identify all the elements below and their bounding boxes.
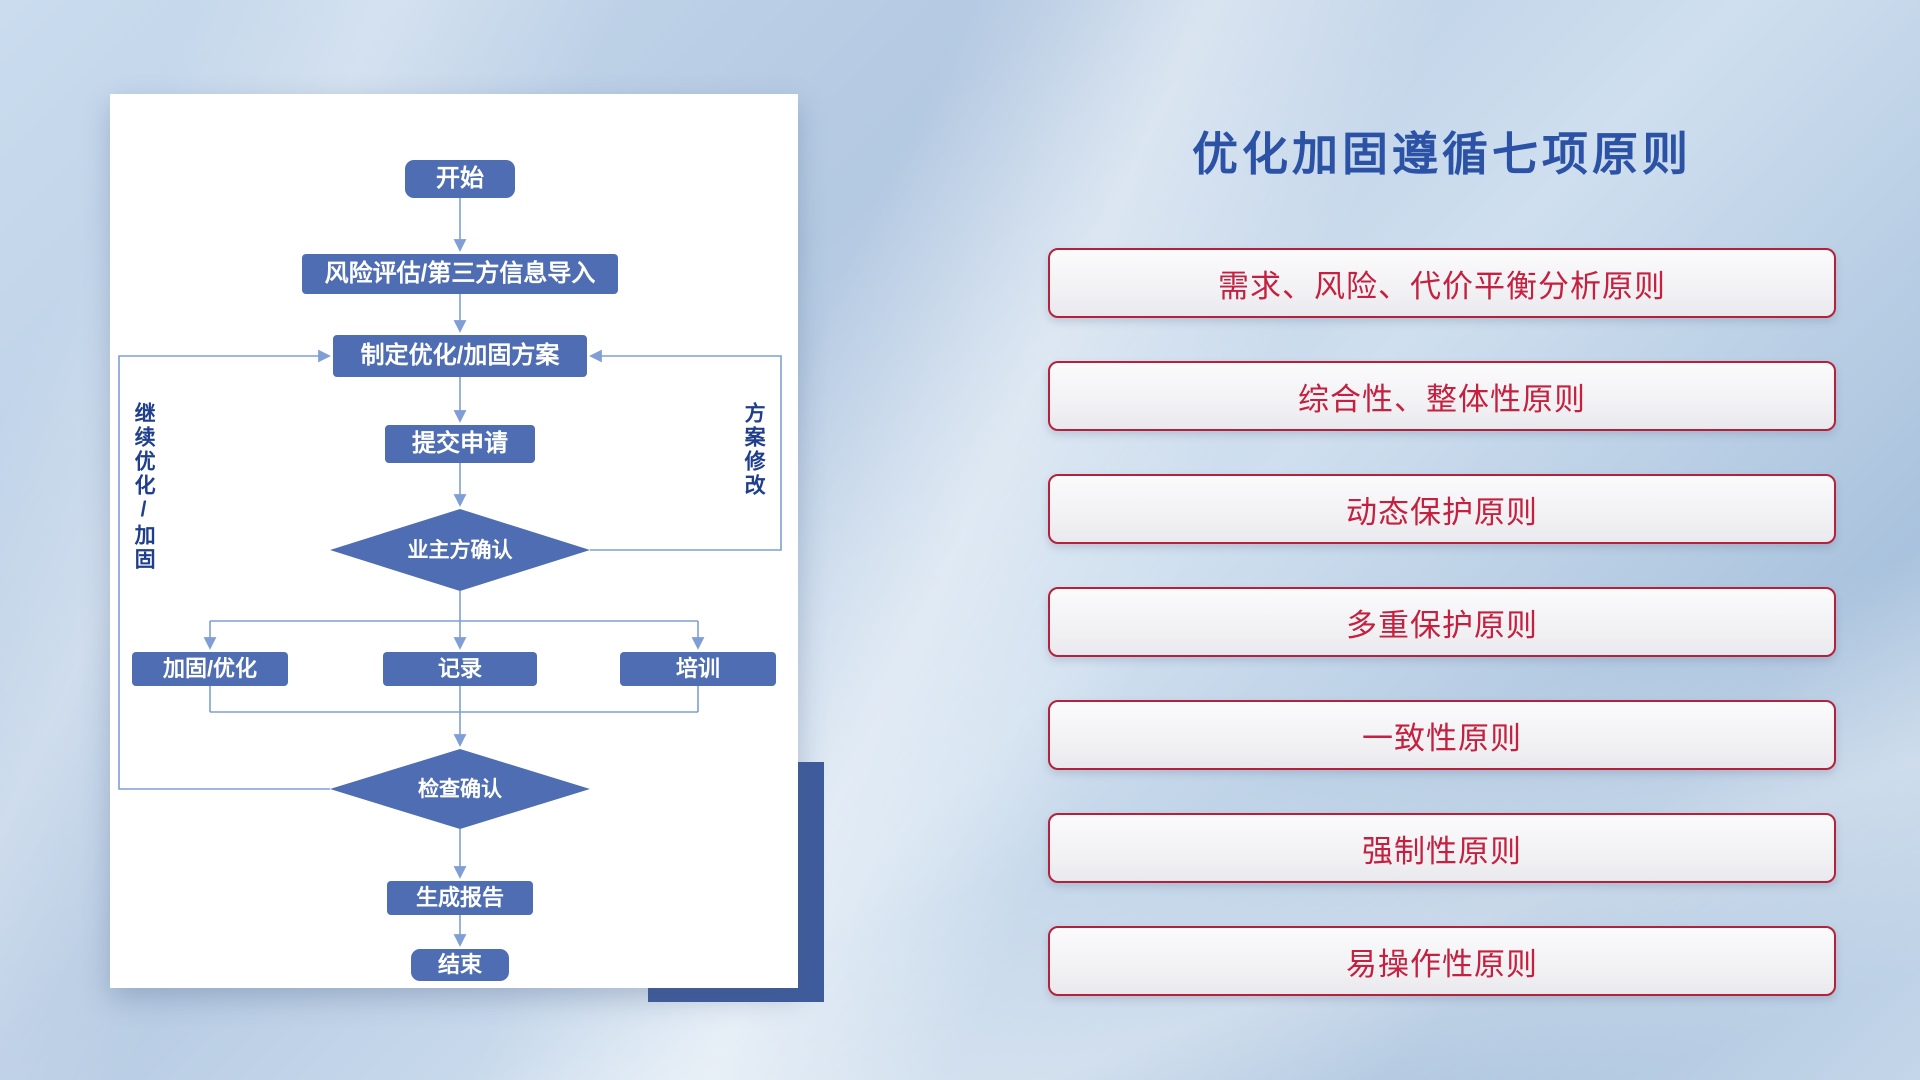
node-record: 记录	[383, 652, 537, 686]
node-start: 开始	[405, 160, 515, 198]
principle-label: 易操作性原则	[1346, 946, 1538, 982]
node-end: 结束	[411, 949, 509, 981]
principle-label: 一致性原则	[1362, 720, 1522, 756]
principle-item: 需求、风险、代价平衡分析原则	[1048, 248, 1836, 318]
principle-item: 动态保护原则	[1048, 474, 1836, 544]
page-title: 优化加固遵循七项原则	[1192, 128, 1692, 180]
principle-item: 多重保护原则	[1048, 587, 1836, 657]
principle-label: 动态保护原则	[1346, 494, 1538, 530]
main-flow-edges	[203, 198, 705, 947]
node-risk-assessment: 风险评估/第三方信息导入	[302, 254, 618, 294]
loop-label-continue-optimize: 继续优化/加固	[132, 402, 156, 572]
loop-edges	[118, 349, 782, 790]
node-submit-request: 提交申请	[385, 425, 535, 463]
principle-label: 需求、风险、代价平衡分析原则	[1218, 268, 1666, 304]
node-harden-optimize: 加固/优化	[132, 652, 288, 686]
principle-item: 易操作性原则	[1048, 926, 1836, 996]
node-make-plan: 制定优化/加固方案	[333, 335, 587, 377]
flow-connectors	[118, 198, 782, 947]
flowchart-panel: 开始 风险评估/第三方信息导入 制定优化/加固方案 提交申请 业主方确认 加固/…	[110, 94, 798, 988]
principle-label: 综合性、整体性原则	[1298, 381, 1586, 417]
principle-item: 一致性原则	[1048, 700, 1836, 770]
loop-label-plan-revise: 方案修改	[742, 402, 766, 498]
principle-item: 综合性、整体性原则	[1048, 361, 1836, 431]
node-generate-report: 生成报告	[387, 881, 533, 915]
principles-list: 需求、风险、代价平衡分析原则 综合性、整体性原则 动态保护原则 多重保护原则 一…	[1048, 248, 1836, 996]
principle-label: 强制性原则	[1362, 833, 1522, 869]
node-training: 培训	[620, 652, 776, 686]
principle-item: 强制性原则	[1048, 813, 1836, 883]
principle-label: 多重保护原则	[1346, 607, 1538, 643]
